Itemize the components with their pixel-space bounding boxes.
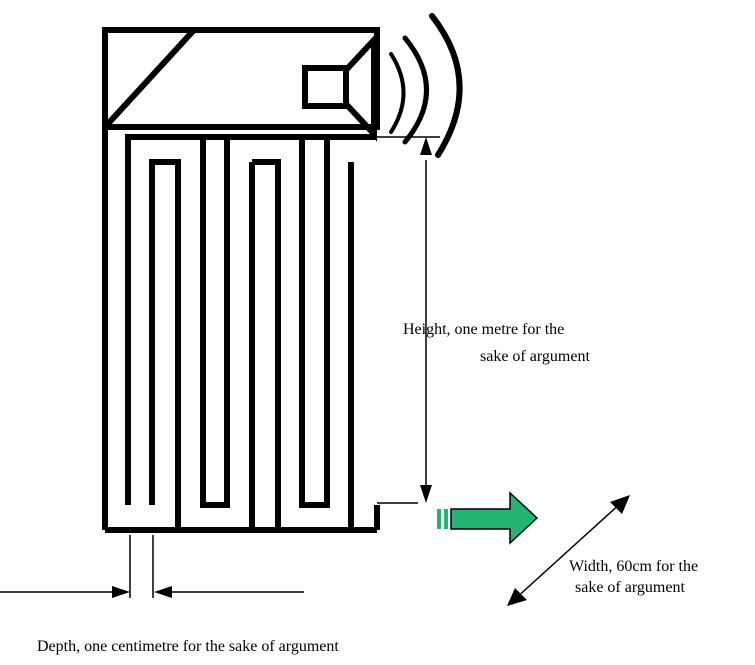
depth-arrowhead-right bbox=[154, 586, 172, 598]
height-arrowhead-top bbox=[420, 137, 432, 155]
height-arrowhead-bottom bbox=[420, 485, 432, 503]
folded-line-path bbox=[125, 134, 377, 530]
transmission-line-labyrinth bbox=[102, 127, 380, 533]
sound-waves-icon bbox=[389, 13, 463, 158]
height-label-line2: sake of argument bbox=[480, 348, 590, 365]
speaker-icon bbox=[302, 32, 377, 142]
width-label-line2: sake of argument bbox=[575, 579, 685, 596]
driver-chamber bbox=[102, 27, 380, 130]
depth-label: Depth, one centimetre for the sake of ar… bbox=[37, 638, 339, 655]
depth-arrowhead-left bbox=[112, 586, 130, 598]
width-label-line1: Width, 60cm for the bbox=[569, 558, 699, 575]
width-dimension bbox=[507, 495, 630, 606]
width-arrowhead-top bbox=[610, 495, 630, 514]
height-dimension bbox=[377, 136, 440, 504]
depth-dimension bbox=[0, 535, 304, 598]
height-label-line1: Height, one metre for the bbox=[403, 321, 565, 338]
airflow-arrow-icon bbox=[437, 491, 539, 545]
width-arrowhead-bottom bbox=[507, 588, 527, 606]
chamber-diagonal bbox=[102, 27, 197, 130]
